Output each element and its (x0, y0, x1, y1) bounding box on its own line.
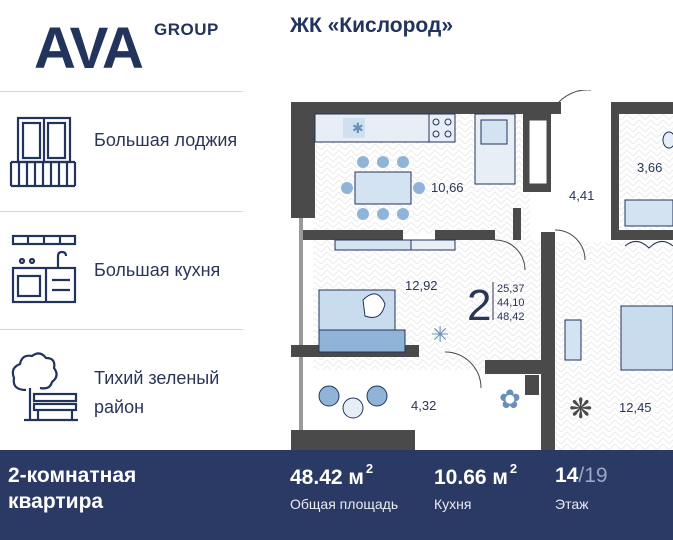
room-area-living: 12,92 (405, 278, 438, 293)
svg-text:✿: ✿ (499, 385, 521, 415)
plan-area-living: 25,37 (497, 283, 525, 295)
svg-text:✳: ✳ (431, 323, 449, 348)
feature-loggia-label: Большая лоджия (94, 130, 238, 150)
room-area-kitchen: 10,66 (431, 180, 464, 195)
plan-area-total: 48,42 (497, 311, 525, 323)
logo-sub: GROUP (154, 20, 219, 39)
room-area-hall: 4,41 (569, 188, 594, 203)
feature-kitchen-label: Большая кухня (94, 260, 221, 280)
apartment-type-line1: 2-комнатная (8, 464, 137, 487)
room-area-bedroom: 12,45 (619, 400, 652, 415)
plan-area-total-living: 44,10 (497, 297, 525, 309)
loggia-icon (8, 112, 78, 195)
floor-caption: Этаж (555, 496, 589, 512)
divider (0, 329, 243, 330)
room-area-loggia: 4,32 (411, 398, 436, 413)
total-area-caption: Общая площадь (290, 496, 399, 512)
divider (0, 91, 243, 92)
floor-plan[interactable]: ✱ ✳ ✿ ❋ (285, 89, 673, 450)
svg-text:❋: ❋ (569, 392, 592, 425)
floor-value: 14/19 (555, 464, 608, 487)
kitchen-area-caption: Кухня (434, 496, 472, 512)
svg-text:✱: ✱ (352, 121, 364, 137)
sidebar: AVA GROUP (0, 0, 268, 450)
park-bench-icon (8, 350, 84, 431)
project-title: ЖК «Кислород» (290, 14, 453, 37)
kitchen-icon (8, 230, 80, 311)
room-count: 2 (467, 281, 491, 330)
logo-main: AVA (34, 16, 144, 81)
room-area-bath: 3,66 (637, 160, 662, 175)
apartment-type-line2: квартира (8, 490, 104, 513)
divider (0, 211, 243, 212)
feature-park-label: Тихий зеленый район (94, 368, 220, 417)
